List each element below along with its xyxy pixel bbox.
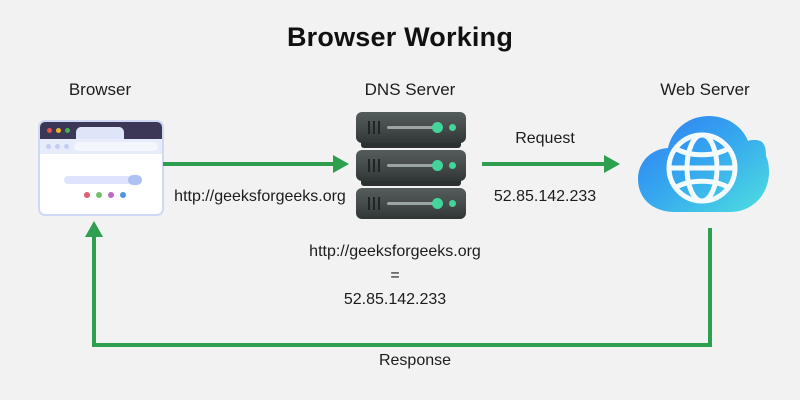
browser-tab (76, 127, 124, 141)
server-vent-icon (368, 121, 370, 134)
dns-resolution-note: http://geeksforgeeks.org = 52.85.142.233 (270, 240, 520, 312)
arrow-browser-to-dns-head-icon (333, 155, 349, 173)
server-led-icon (449, 200, 456, 207)
server-vent-icon (368, 159, 370, 172)
forward-arrow-icon (55, 144, 60, 149)
arrow-response-left-segment (92, 235, 96, 347)
loading-dot-blue-icon (120, 192, 126, 198)
arrow-response-bottom-segment (92, 343, 712, 347)
server-rack-shadow (361, 140, 461, 148)
server-rack-icon (356, 112, 466, 220)
arrow-response-head-icon (85, 221, 103, 237)
server-vent-icon (373, 159, 375, 172)
window-minimize-dot-icon (56, 128, 61, 133)
server-rack-unit (356, 112, 466, 143)
server-led-icon (432, 160, 443, 171)
arrow-dns-to-web-head-icon (604, 155, 620, 173)
server-rack-shadow (361, 178, 461, 186)
browser-frame (38, 120, 164, 216)
server-led-icon (432, 198, 443, 209)
server-vent-icon (373, 121, 375, 134)
arrow-response-right-segment (708, 228, 712, 347)
window-maximize-dot-icon (65, 128, 70, 133)
node-label-web-server: Web Server (660, 80, 750, 99)
resolution-equals-sign: = (390, 267, 400, 284)
resolution-ip: 52.85.142.233 (343, 291, 447, 308)
browser-progress-knob (128, 175, 142, 185)
browser-window-icon (38, 120, 164, 216)
loading-dot-green-icon (96, 192, 102, 198)
server-rack-unit (356, 150, 466, 181)
server-vent-icon (378, 159, 380, 172)
server-panel-line (387, 202, 435, 205)
back-arrow-icon (46, 144, 51, 149)
edge-label-request-url: http://geeksforgeeks.org (174, 188, 346, 205)
cloud-globe-icon (634, 108, 770, 220)
edge-label-response: Response (378, 352, 452, 369)
server-panel-line (387, 164, 435, 167)
server-panel-line (387, 126, 435, 129)
loading-dot-red-icon (84, 192, 90, 198)
browser-address-bar (74, 142, 158, 151)
server-led-icon (432, 122, 443, 133)
resolution-url: http://geeksforgeeks.org (309, 243, 481, 260)
node-label-dns-server: DNS Server (364, 80, 456, 99)
server-led-icon (449, 162, 456, 169)
window-close-dot-icon (47, 128, 52, 133)
server-led-icon (449, 124, 456, 131)
arrow-browser-to-dns-shaft (163, 162, 335, 166)
browser-progress-bar (64, 176, 142, 184)
edge-label-request: Request (515, 130, 575, 147)
server-vent-icon (368, 197, 370, 210)
edge-label-resolved-ip: 52.85.142.233 (493, 188, 597, 205)
arrow-dns-to-web-shaft (482, 162, 606, 166)
server-vent-icon (373, 197, 375, 210)
reload-icon (64, 144, 69, 149)
server-vent-icon (378, 197, 380, 210)
browser-content-area (46, 158, 160, 212)
loading-dot-purple-icon (108, 192, 114, 198)
node-label-browser: Browser (68, 80, 132, 99)
page-title: Browser Working (286, 22, 514, 52)
server-vent-icon (378, 121, 380, 134)
server-rack-unit (356, 188, 466, 219)
